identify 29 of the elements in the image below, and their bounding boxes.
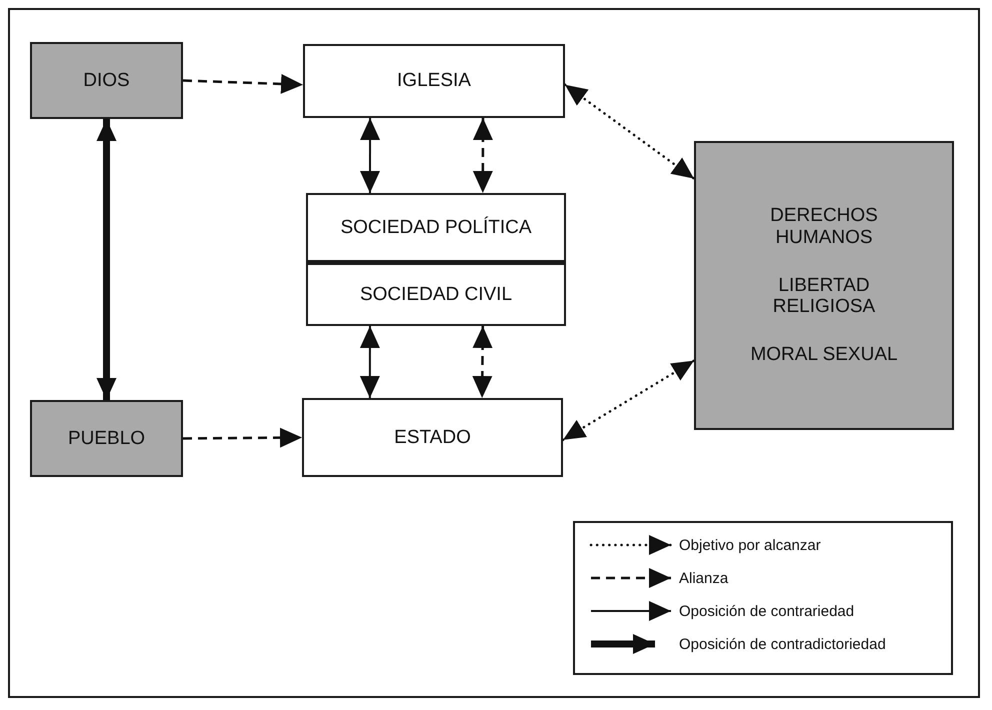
process-box (303, 44, 565, 118)
legend-label: Oposición de contrariedad (679, 602, 854, 620)
arrow (183, 428, 302, 448)
arrow (360, 118, 380, 193)
node-label: PUEBLO (68, 428, 146, 450)
arrow (96, 119, 116, 400)
arrow (360, 326, 380, 398)
shaded-box (30, 400, 183, 477)
legend-label: Oposición de contradictoriedad (679, 636, 886, 652)
node-label: MORAL SEXUAL (750, 344, 898, 366)
node-label: DERECHOS HUMANOS (769, 204, 879, 249)
arrow (564, 83, 696, 180)
legend-label: Alianza (679, 570, 728, 586)
node-label: ESTADO (394, 426, 471, 448)
shaded-box (694, 141, 954, 430)
node-label: LIBERTAD RELIGIOSA (772, 274, 876, 318)
node-label: DIOS (83, 70, 130, 92)
process-box (302, 398, 563, 477)
process-box (306, 193, 566, 265)
process-box (306, 265, 566, 326)
arrow (562, 359, 696, 442)
node-label: SOCIEDAD POLÍTICA (340, 216, 532, 238)
shaded-box (30, 42, 183, 119)
legend-label: Objetivo por alcanzar (679, 536, 821, 554)
arrow (472, 326, 493, 398)
node-label: SOCIEDAD CIVIL (360, 284, 512, 306)
arrow (472, 118, 493, 193)
arrow (182, 74, 304, 94)
node-label: IGLESIA (397, 70, 471, 92)
